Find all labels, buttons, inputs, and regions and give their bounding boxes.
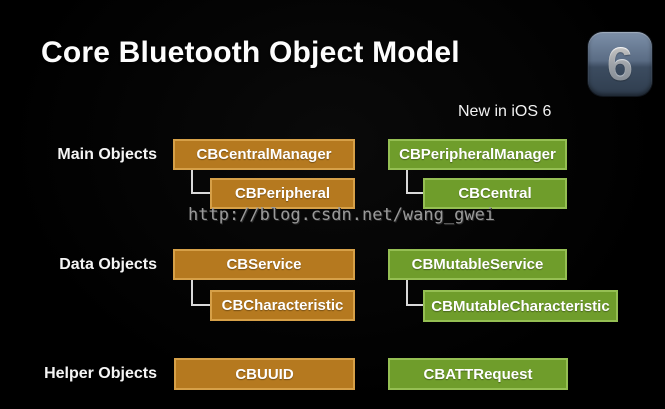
node-cbattrequest: CBATTRequest [388, 358, 568, 390]
node-cbmutableservice: CBMutableService [388, 249, 567, 280]
connector-elbow [191, 280, 212, 306]
node-cbcentral: CBCentral [423, 178, 567, 209]
ios6-badge-number: 6 [606, 36, 634, 90]
section-label-data-objects: Data Objects [59, 256, 157, 273]
node-cbperipheralmanager: CBPeripheralManager [388, 139, 567, 170]
new-in-ios6-label: New in iOS 6 [458, 103, 552, 120]
node-cbservice: CBService [173, 249, 355, 280]
node-cbcharacteristic: CBCharacteristic [210, 290, 355, 321]
node-cbcentralmanager: CBCentralManager [173, 139, 355, 170]
watermark-text: http://blog.csdn.net/wang_gwei [188, 205, 496, 225]
connector-elbow [406, 170, 425, 194]
connector-elbow [191, 170, 212, 194]
section-label-helper-objects: Helper Objects [44, 365, 157, 382]
connector-elbow [406, 280, 425, 306]
node-cbuuid: CBUUID [174, 358, 355, 390]
section-label-main-objects: Main Objects [57, 146, 157, 163]
node-cbperipheral: CBPeripheral [210, 178, 355, 209]
node-cbmutablecharacteristic: CBMutableCharacteristic [423, 290, 618, 322]
page-title: Core Bluetooth Object Model [41, 36, 460, 69]
ios6-app-badge-icon: 6 [588, 32, 652, 96]
